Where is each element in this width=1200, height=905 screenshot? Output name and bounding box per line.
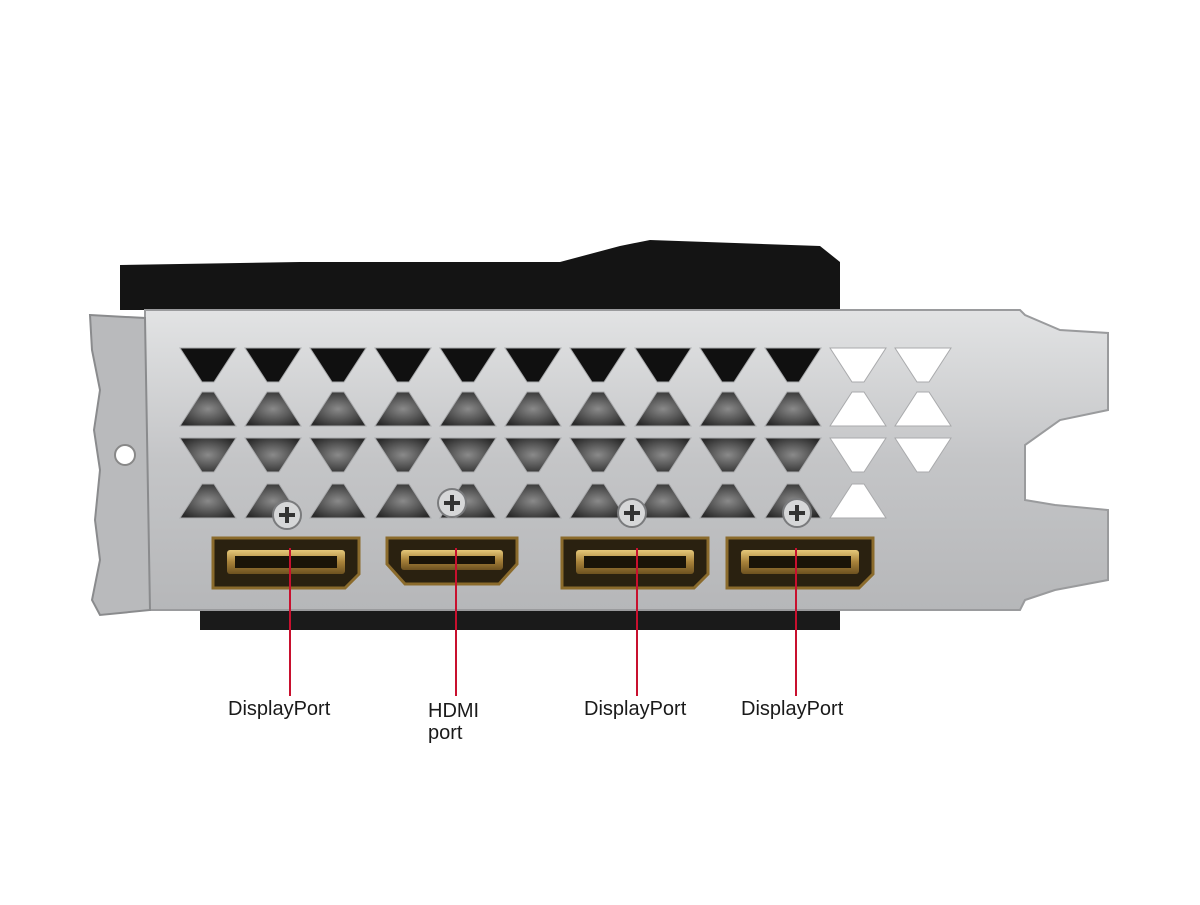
vent-grid [179, 347, 952, 519]
vent-opening [504, 437, 562, 473]
vent-opening [569, 437, 627, 473]
vent-opening [894, 391, 952, 427]
port-label-displayport-3: DisplayPort [584, 698, 687, 720]
vent-opening [374, 391, 432, 427]
vent-opening [699, 391, 757, 427]
vent-opening [439, 347, 497, 383]
vent-opening [179, 437, 237, 473]
vent-opening [699, 347, 757, 383]
vent-opening [829, 347, 887, 383]
vent-opening [309, 483, 367, 519]
vent-opening [439, 437, 497, 473]
leader-line-port-1 [289, 548, 291, 696]
vent-opening [504, 391, 562, 427]
displayport-icon [725, 536, 875, 590]
vent-opening [829, 437, 887, 473]
vent-opening [179, 391, 237, 427]
vent-opening [569, 391, 627, 427]
vent-opening [374, 483, 432, 519]
vent-opening [764, 437, 822, 473]
port-label-displayport-1: DisplayPort [228, 698, 331, 720]
vent-opening [829, 391, 887, 427]
vent-opening [244, 391, 302, 427]
leader-line-port-2 [455, 548, 457, 696]
cooler-shroud [120, 240, 840, 310]
screw-icon [782, 498, 812, 528]
port-label-hdmi-line1: HDMI [428, 700, 480, 722]
port-label-displayport-4: DisplayPort [741, 698, 844, 720]
vent-opening [439, 391, 497, 427]
leader-line-port-4 [795, 548, 797, 696]
vent-opening [699, 483, 757, 519]
vent-opening [179, 347, 237, 383]
bracket-plate [144, 309, 1109, 611]
hdmi-icon [385, 536, 519, 586]
vent-opening [894, 347, 952, 383]
vent-opening [764, 391, 822, 427]
vent-opening [309, 347, 367, 383]
vent-opening [699, 437, 757, 473]
leader-line-port-3 [636, 548, 638, 696]
vent-opening [634, 347, 692, 383]
vent-opening [569, 347, 627, 383]
vent-opening [309, 391, 367, 427]
bracket-slot-hole [114, 444, 136, 466]
vent-opening [179, 483, 237, 519]
vent-opening [504, 347, 562, 383]
screw-icon [272, 500, 302, 530]
screw-icon [617, 498, 647, 528]
vent-opening [374, 437, 432, 473]
vent-opening [244, 437, 302, 473]
vent-opening [634, 391, 692, 427]
vent-opening [764, 347, 822, 383]
bracket-screws [272, 488, 812, 530]
displayport-icon [211, 536, 361, 590]
bracket-tab [88, 313, 152, 617]
displayport-icon [560, 536, 710, 590]
screw-icon [437, 488, 467, 518]
vent-opening [374, 347, 432, 383]
vent-opening [244, 347, 302, 383]
vent-opening [634, 437, 692, 473]
vent-opening [309, 437, 367, 473]
port-label-hdmi-line2: port [428, 722, 463, 744]
vent-opening [504, 483, 562, 519]
vent-opening [829, 483, 887, 519]
vent-opening [894, 437, 952, 473]
